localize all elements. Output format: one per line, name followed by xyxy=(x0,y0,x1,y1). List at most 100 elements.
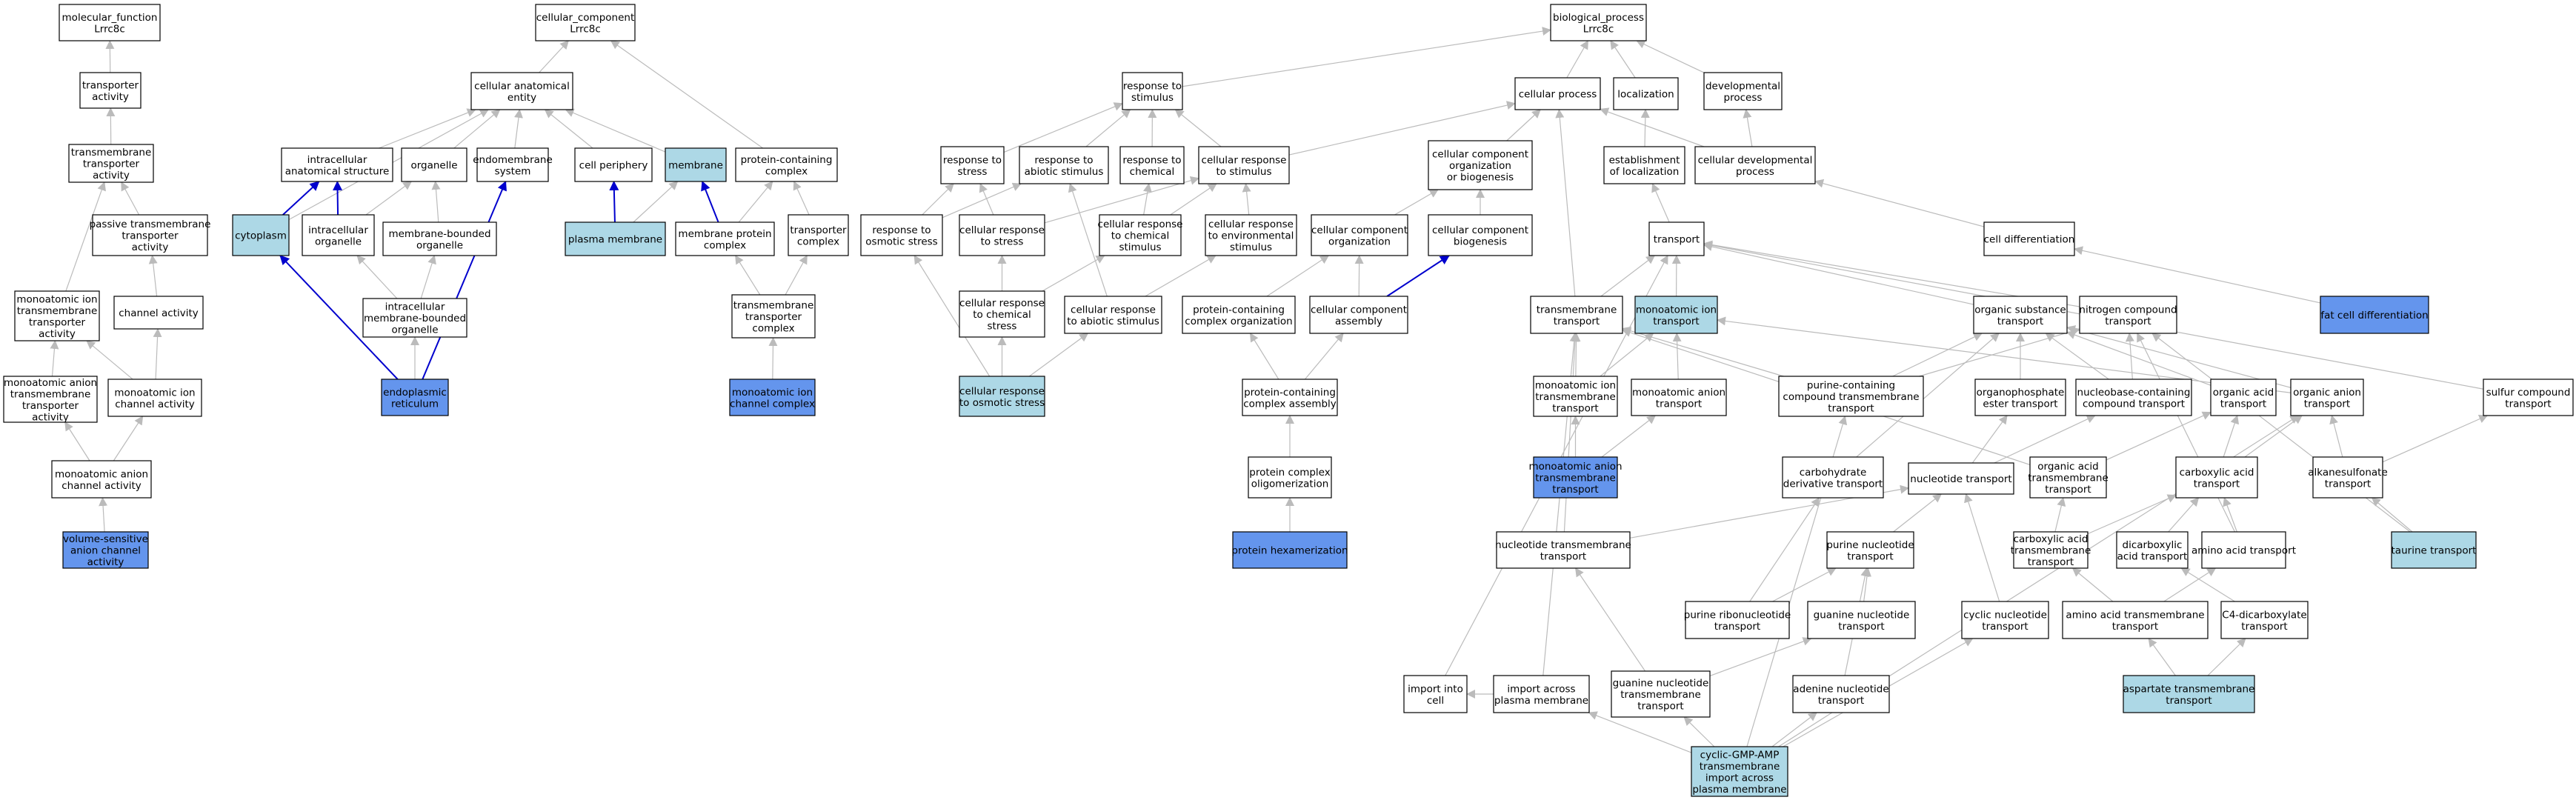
node-transport[interactable]: transport xyxy=(1648,221,1705,256)
node-protein-hexamerization[interactable]: protein hexamerization xyxy=(1231,531,1348,569)
node-membrane[interactable]: membrane xyxy=(665,147,727,182)
node-plasma-membrane[interactable]: plasma membrane xyxy=(565,221,666,256)
node-taurine-transport[interactable]: taurine transport xyxy=(2391,531,2477,569)
node-box xyxy=(1019,146,1109,184)
node-fat-cell-diff[interactable]: fat cell differentiation xyxy=(2320,296,2429,334)
node-cell-differentiation[interactable]: cell differentiation xyxy=(1983,221,2075,256)
node-organelle[interactable]: organelle xyxy=(401,147,467,182)
node-label: to stress xyxy=(981,236,1024,247)
node-cellular-process[interactable]: cellular process xyxy=(1514,77,1601,110)
node-cytoplasm[interactable]: cytoplasm xyxy=(232,214,290,256)
node-cell-periphery[interactable]: cell periphery xyxy=(574,147,653,182)
node-nucleotide-transport[interactable]: nucleotide transport xyxy=(1908,462,2014,495)
node-amino-acid-transport[interactable]: amino acid transport xyxy=(2191,531,2296,569)
node-localization[interactable]: localization xyxy=(1613,77,1679,110)
node-box xyxy=(302,214,375,256)
node-box xyxy=(92,214,208,256)
node-box xyxy=(1533,456,1618,499)
node-anion-tm-transporter[interactable]: monoatomic aniontransmembranetransporter… xyxy=(3,376,98,423)
node-box xyxy=(1974,379,2066,416)
node-label: cellular process xyxy=(1519,89,1597,101)
node-ion-tm-transporter[interactable]: monoatomic iontransmembranetransporterac… xyxy=(14,290,100,341)
node-channel-activity[interactable]: channel activity xyxy=(113,296,204,330)
node-label: amino acid transmembrane xyxy=(2066,609,2204,621)
